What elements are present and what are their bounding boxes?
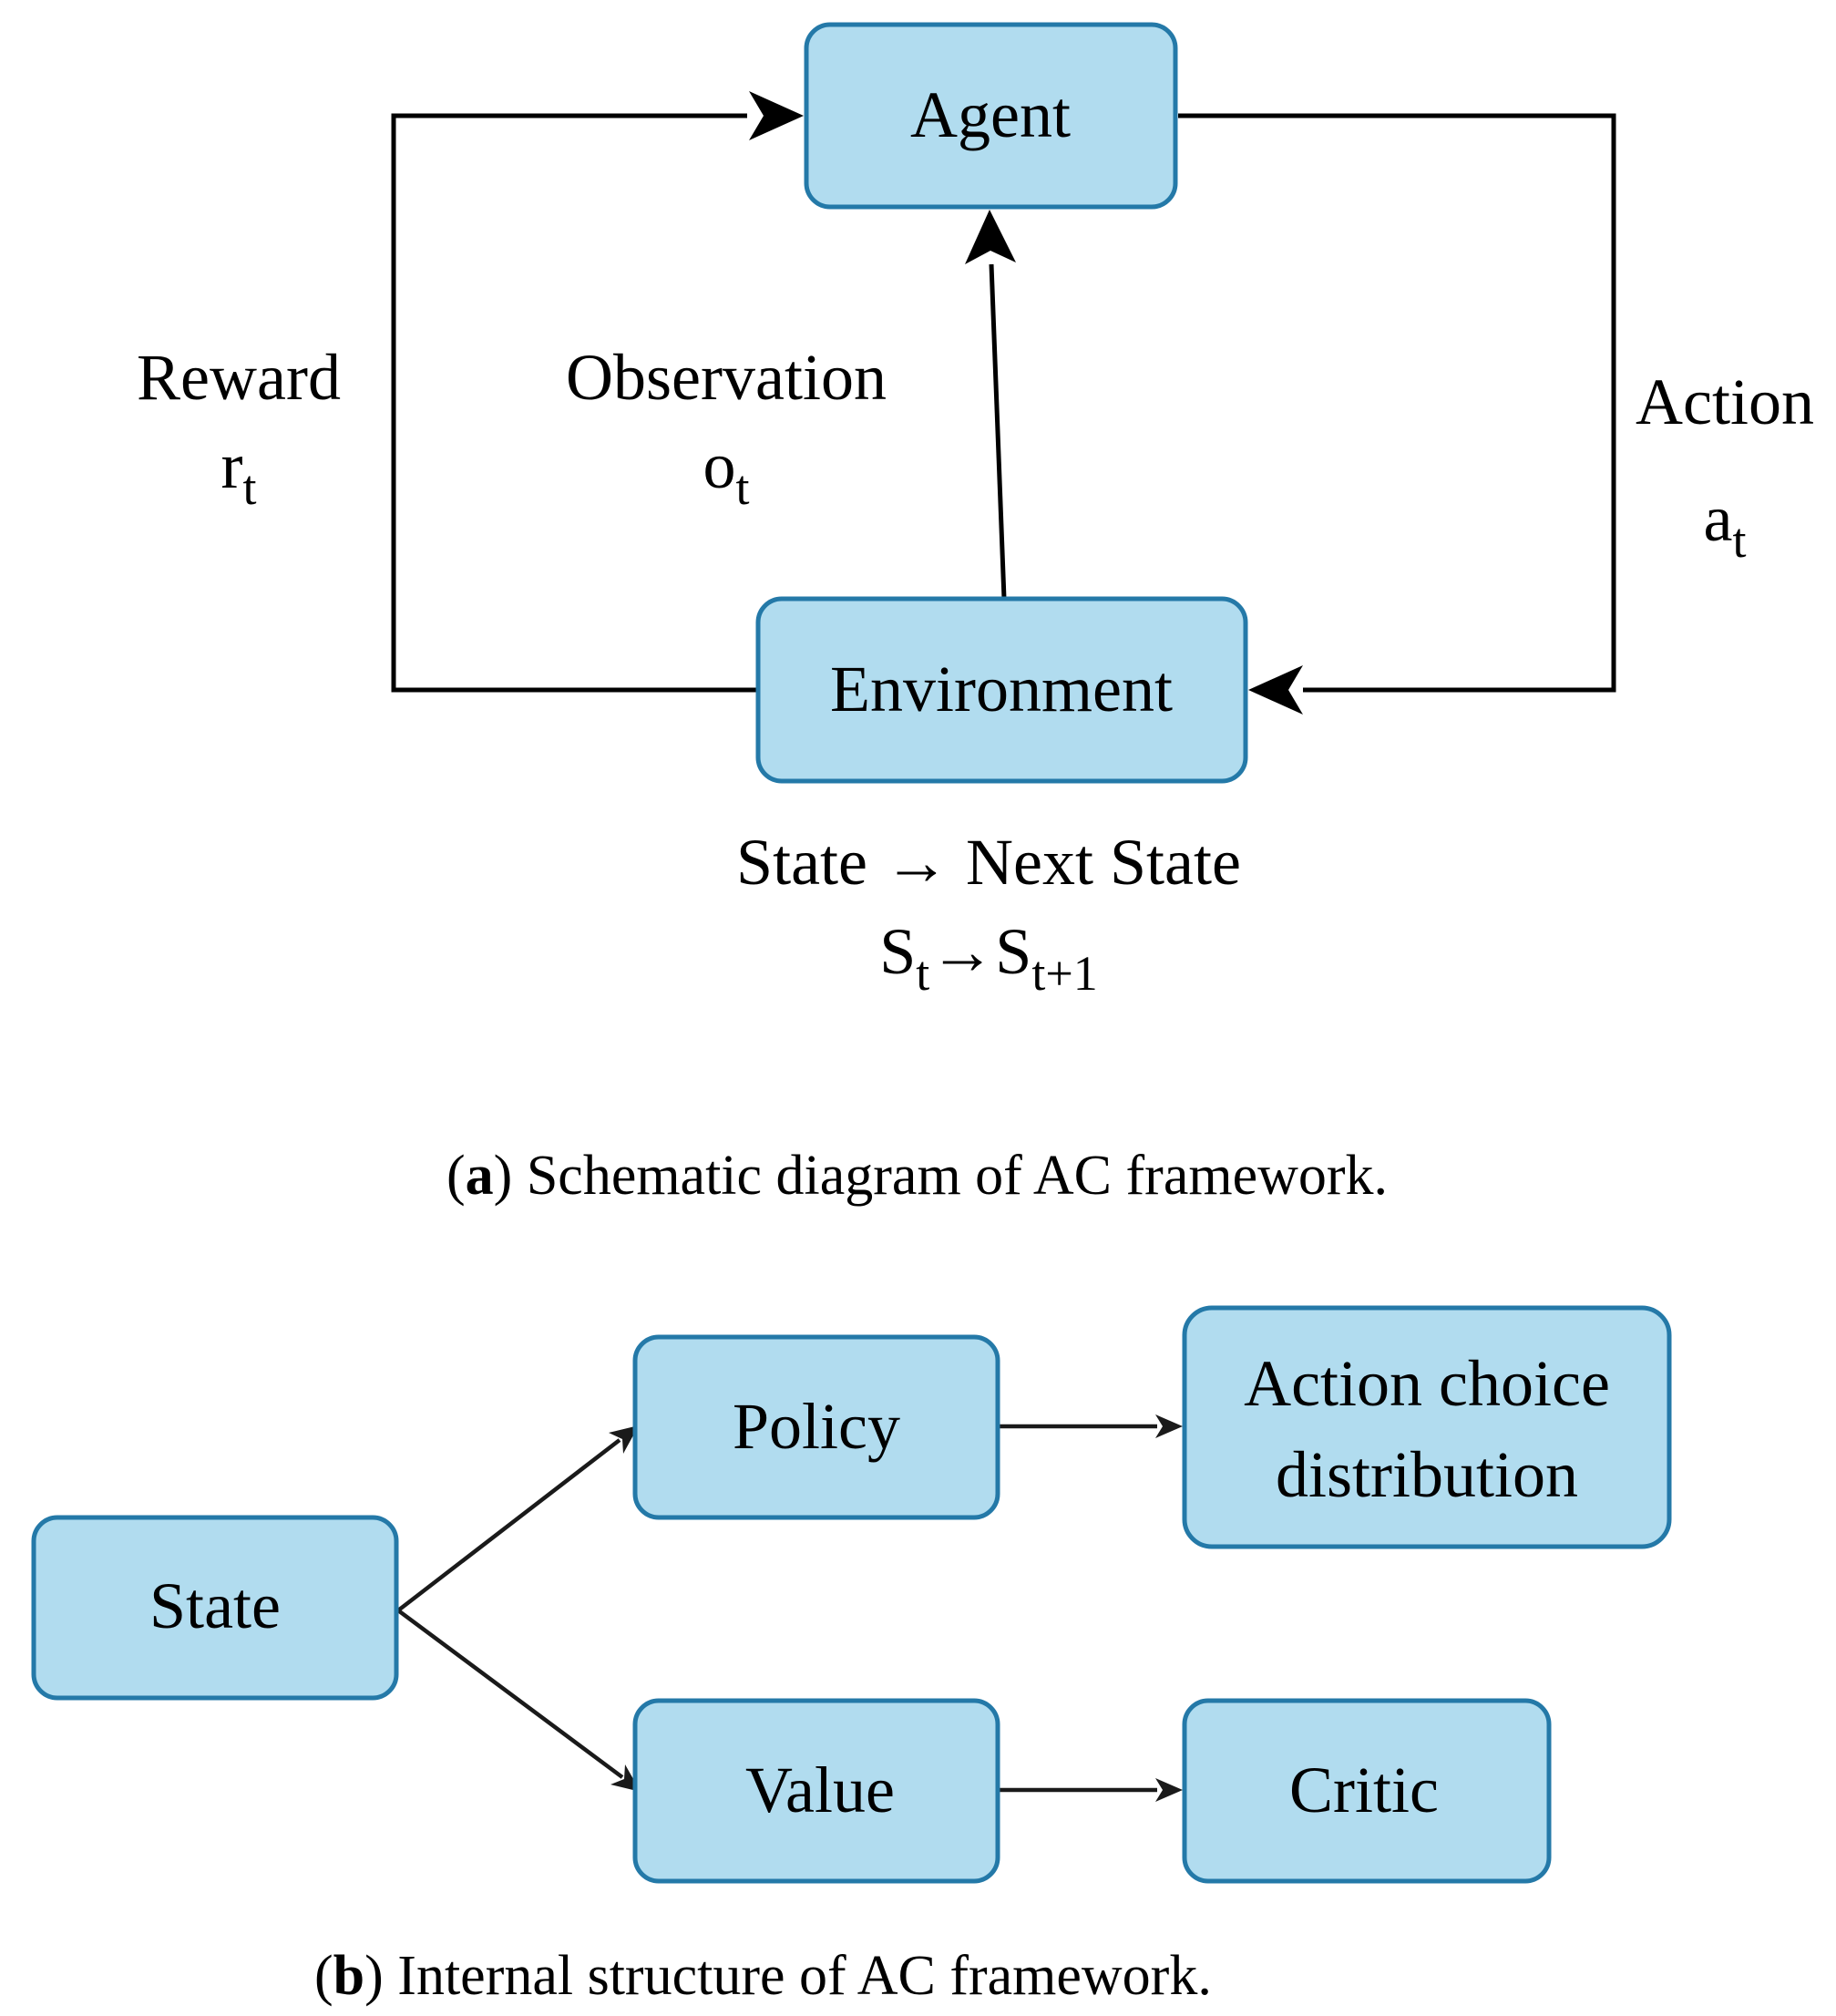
observation-edge — [965, 210, 1016, 600]
state-to-policy-arrowhead — [609, 1425, 639, 1454]
caption-a-tag: a — [466, 1145, 494, 1207]
reward-edge — [391, 91, 804, 693]
critic-label: Critic — [1289, 1754, 1439, 1826]
action-edge-line — [1178, 113, 1616, 693]
observation-symbol-base: o — [703, 429, 735, 502]
panel-b: State Policy Action choice distribution … — [31, 1305, 1672, 2007]
caption-b-open: ( — [314, 1945, 333, 2007]
action-symbol-subscript: t — [1732, 513, 1746, 568]
to-state-subscript: t+1 — [1031, 946, 1097, 1001]
reward-symbol-base: r — [221, 429, 243, 502]
reward-symbol: rt — [221, 429, 257, 515]
caption-a-text: Schematic diagram of AC framework. — [527, 1145, 1388, 1207]
action-choice-node: Action choice distribution — [1182, 1305, 1672, 1549]
value-box — [632, 1698, 1000, 1884]
caption-b: (b) Internal structure of AC framework. — [314, 1945, 1212, 2007]
critic-node: Critic — [1182, 1698, 1552, 1884]
action-choice-label-line1: Action choice — [1244, 1347, 1610, 1420]
action-arrowhead — [1248, 665, 1303, 715]
policy-box — [632, 1334, 1000, 1520]
observation-arrowhead — [965, 210, 1016, 264]
agent-label: Agent — [910, 78, 1071, 151]
reward-label: Reward — [137, 341, 341, 414]
to-state-symbol: S — [995, 915, 1031, 988]
environment-box — [755, 596, 1248, 784]
environment-node: Environment — [755, 596, 1248, 784]
value-label: Value — [745, 1754, 895, 1826]
state-node: State — [31, 1515, 399, 1701]
action-label: Action — [1636, 365, 1814, 438]
state-to-value-edge — [396, 1609, 641, 1792]
state-label: State — [149, 1569, 281, 1642]
observation-symbol: ot — [703, 429, 749, 515]
observation-edge-line — [989, 263, 1007, 600]
state-transition-text: State → Next State — [736, 826, 1241, 899]
value-to-critic-edge — [998, 1778, 1183, 1802]
policy-label: Policy — [733, 1390, 900, 1463]
state-to-policy-line — [396, 1438, 621, 1612]
panel-a: Agent Environment Reward rt Observation … — [137, 22, 1814, 1207]
state-to-policy-edge — [396, 1425, 639, 1612]
policy-node: Policy — [632, 1334, 1000, 1520]
agent-node: Agent — [804, 22, 1178, 210]
action-symbol-base: a — [1704, 482, 1733, 555]
reward-symbol-subscript: t — [242, 460, 256, 515]
observation-label: Observation — [566, 341, 887, 414]
critic-box — [1182, 1698, 1552, 1884]
caption-a: (a) Schematic diagram of AC framework. — [446, 1145, 1388, 1207]
caption-a-close: ) — [494, 1145, 527, 1207]
caption-b-close: ) — [364, 1945, 397, 2007]
agent-box — [804, 22, 1178, 210]
observation-symbol-subscript: t — [735, 460, 749, 515]
action-symbol: at — [1704, 482, 1747, 568]
reward-edge-line — [391, 113, 756, 693]
reward-arrowhead — [749, 91, 804, 140]
caption-a-open: ( — [446, 1145, 466, 1207]
caption-b-tag: b — [333, 1945, 364, 2007]
action-edge — [1178, 113, 1616, 715]
policy-to-action-edge — [998, 1414, 1183, 1438]
policy-to-action-arrowhead — [1155, 1414, 1183, 1438]
transition-arrow: → — [929, 915, 995, 988]
state-transition-formula: St→St+1 — [879, 915, 1098, 1001]
state-transition: State → Next State St→St+1 — [736, 826, 1241, 1001]
from-state-symbol: S — [879, 915, 916, 988]
caption-b-text: Internal structure of AC framework. — [397, 1945, 1212, 2007]
value-to-critic-arrowhead — [1155, 1778, 1183, 1802]
from-state-subscript: t — [916, 946, 929, 1001]
value-node: Value — [632, 1698, 1000, 1884]
state-box — [31, 1515, 399, 1701]
reward-label-group: Reward rt — [137, 341, 341, 515]
state-to-value-line — [396, 1609, 624, 1779]
action-label-group: Action at — [1636, 365, 1814, 568]
action-choice-label-line2: distribution — [1276, 1438, 1578, 1511]
observation-label-group: Observation ot — [566, 341, 887, 515]
environment-label: Environment — [830, 653, 1173, 725]
action-choice-box — [1182, 1305, 1672, 1549]
